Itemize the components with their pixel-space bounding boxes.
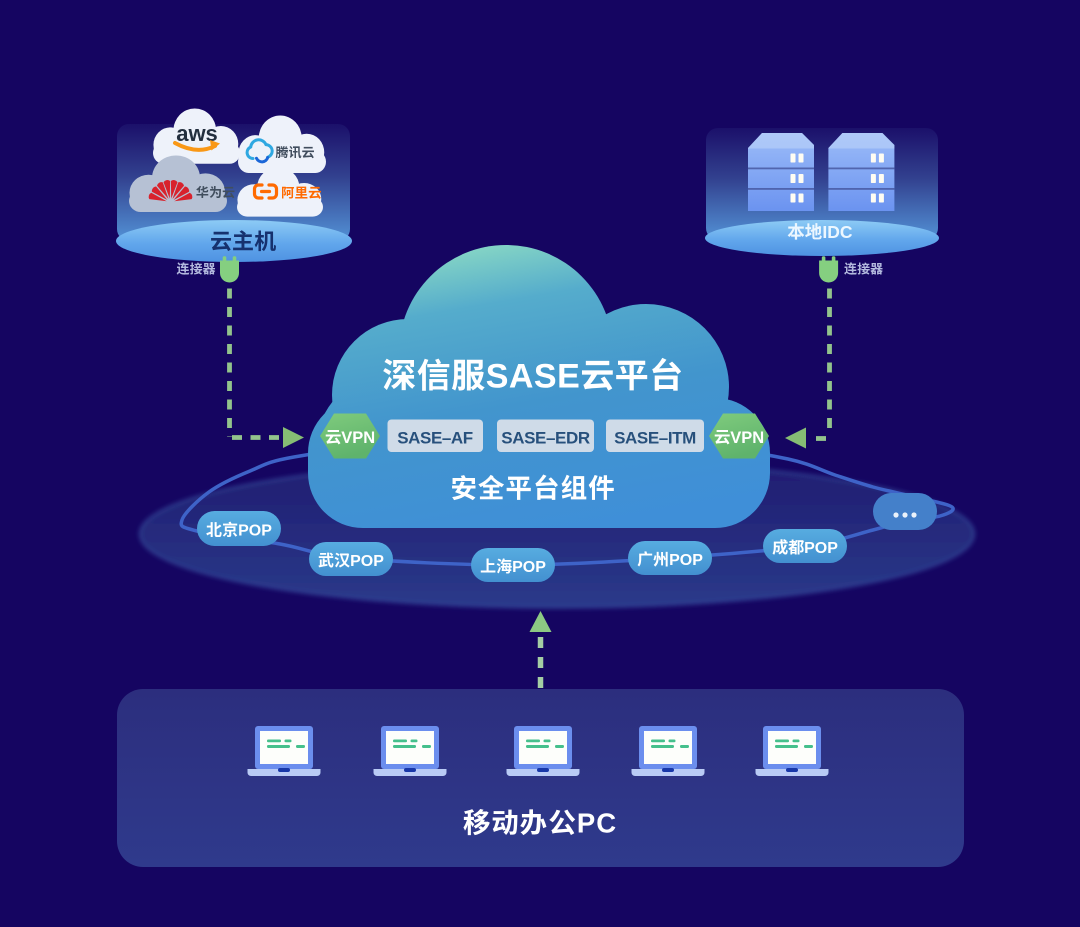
svg-text:安全平台组件: 安全平台组件 [451,467,616,506]
svg-text:云VPN: 云VPN [714,424,764,448]
svg-text:阿里云: 阿里云 [281,182,322,202]
svg-text:SASE–ITM: SASE–ITM [614,424,696,449]
svg-text:深信服SASE云平台: 深信服SASE云平台 [382,349,684,398]
svg-text:本地IDC: 本地IDC [787,219,852,244]
svg-text:广州POP: 广州POP [637,546,703,570]
svg-text:连接器: 连接器 [844,259,884,278]
svg-text:云VPN: 云VPN [325,424,375,448]
svg-text:武汉POP: 武汉POP [318,547,384,571]
svg-text:北京POP: 北京POP [206,517,272,541]
svg-text:成都POP: 成都POP [772,534,838,558]
svg-text:SASE–AF: SASE–AF [397,424,473,449]
svg-text:腾讯云: 腾讯云 [275,142,314,161]
svg-text:云主机: 云主机 [210,224,276,256]
svg-text:SASE–EDR: SASE–EDR [501,424,590,449]
svg-text:上海POP: 上海POP [480,553,546,577]
svg-text:华为云: 华为云 [195,182,235,201]
svg-text:连接器: 连接器 [176,259,216,278]
svg-text:移动办公PC: 移动办公PC [463,801,617,841]
